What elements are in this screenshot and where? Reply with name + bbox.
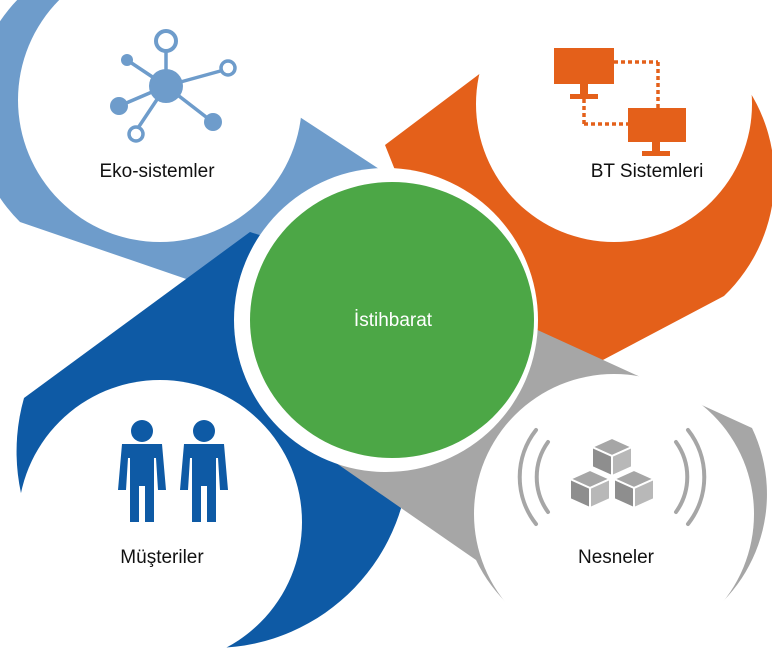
center-node: İstihbarat <box>234 168 538 472</box>
label-it-systems: BT Sistemleri <box>591 161 704 182</box>
label-ecosystems: Eko-sistemler <box>99 161 215 182</box>
people-icon <box>118 420 228 522</box>
person-right <box>180 420 228 522</box>
center-circle <box>250 182 534 458</box>
center-label: İstihbarat <box>354 310 433 331</box>
petal-objects-inner-circle <box>474 374 754 648</box>
network-icon <box>110 29 237 143</box>
connected-computers-icon <box>554 48 686 156</box>
label-objects: Nesneler <box>578 547 655 568</box>
petal-it-systems-inner-circle <box>476 0 752 242</box>
petal-customers-inner-circle <box>18 380 302 648</box>
wireless-cubes-icon <box>517 428 707 526</box>
person-left <box>118 420 166 522</box>
label-customers: Müşteriler <box>120 547 204 568</box>
